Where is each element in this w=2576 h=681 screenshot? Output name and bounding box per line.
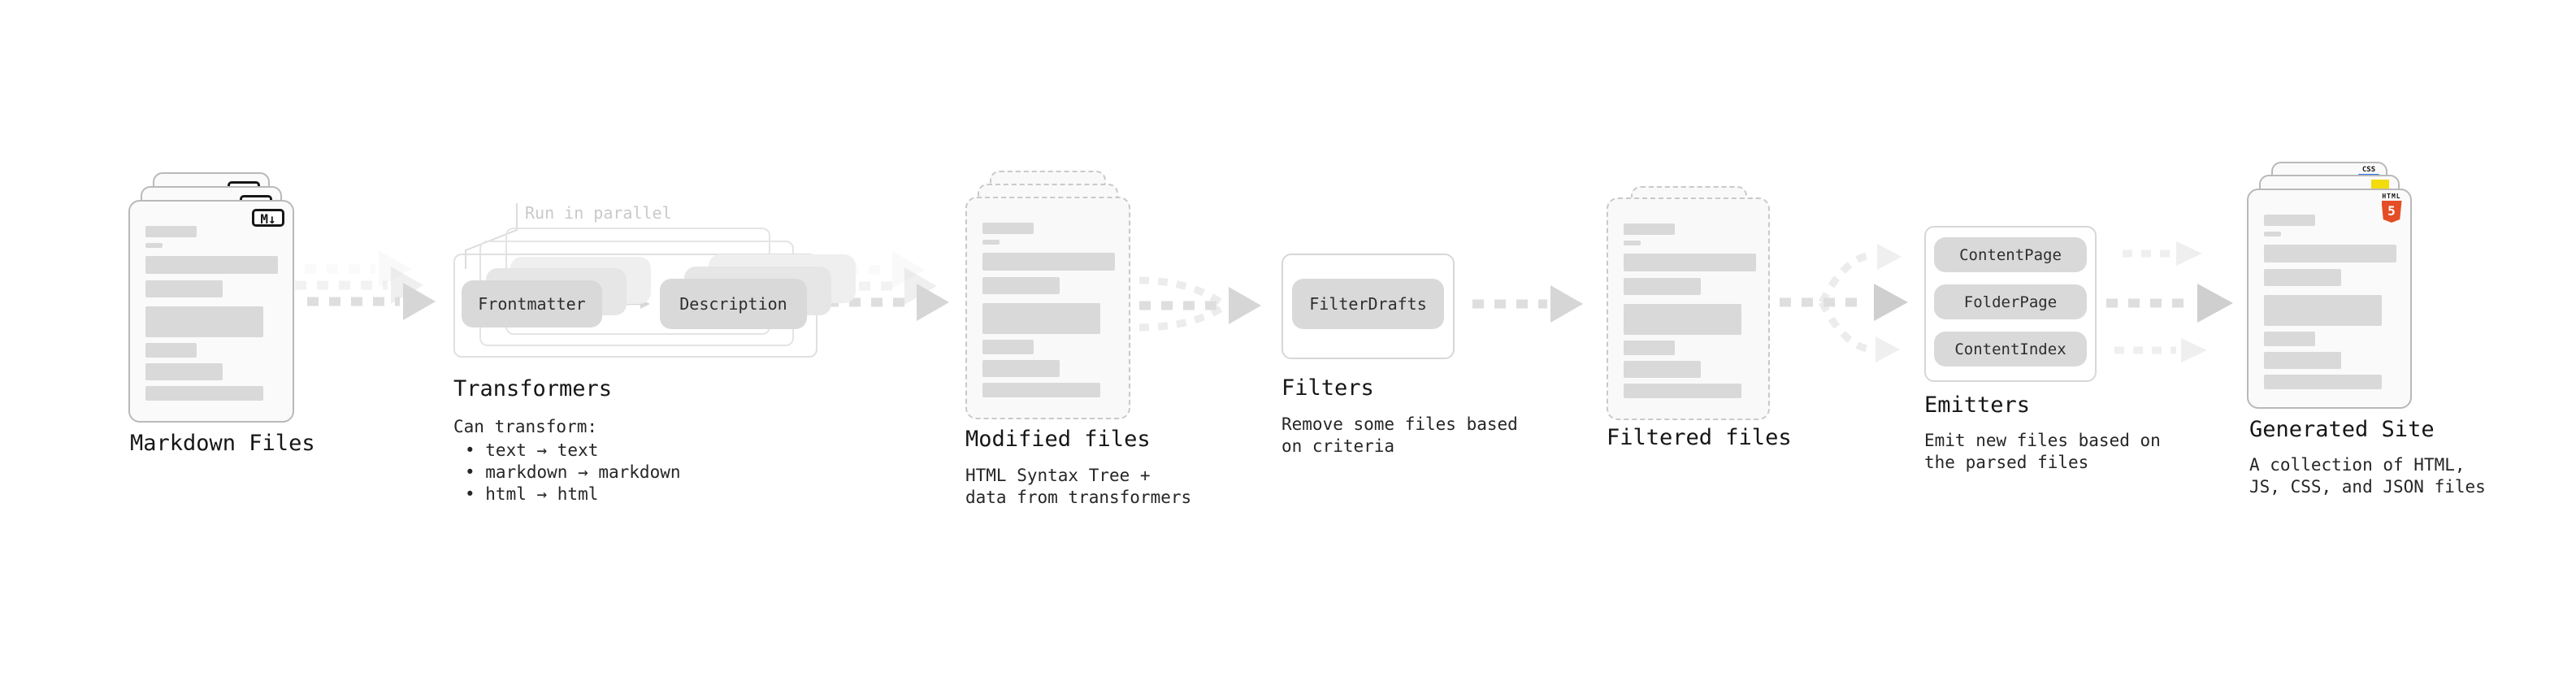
modified-files-title: Modified files [965,427,1151,452]
html5-icon-shield: 5 [2381,201,2402,223]
markdown-files-title: Markdown Files [130,431,315,456]
arrow-markdown-to-transformers [283,250,436,320]
transformers-subtitle: Can transform: [453,417,598,436]
modified-files-subtitle: HTML Syntax Tree + [965,466,1151,485]
placeholder-text-bar [1624,384,1741,398]
filtered-file-card-front [1607,197,1770,420]
folderpage-pill-label: FolderPage [1963,293,2058,311]
placeholder-text-bar [1624,304,1741,335]
placeholder-text-bar [145,226,197,237]
arrow-modified-to-filters [1138,276,1261,332]
placeholder-text-bar [2264,269,2341,286]
arrow-emitters-to-generated [2106,241,2233,362]
placeholder-text-bar [982,253,1115,271]
generated-site-subtitle: A collection of HTML, [2249,455,2465,475]
placeholder-text-bar [1624,340,1675,355]
filters-subtitle: on criteria [1281,436,1395,456]
transformers-bullet: • markdown → markdown [465,462,681,482]
html5-icon-word: HTML [2382,193,2401,200]
markdown-file-card-front: M↓ [128,200,294,423]
placeholder-text-bar [982,240,1000,245]
filterdrafts-pill-label: FilterDrafts [1309,294,1427,314]
run-in-parallel-annotation: Run in parallel [525,203,672,223]
placeholder-text-bar [145,343,197,358]
filters-title: Filters [1281,375,1374,401]
placeholder-text-bar [2264,215,2315,226]
placeholder-text-bar [145,243,163,248]
emitters-subtitle: Emit new files based on [1924,431,2161,450]
placeholder-text-bar [2264,232,2281,236]
modified-file-card-front [965,197,1130,419]
description-pill: Description [660,279,807,329]
contentpage-pill-label: ContentPage [1959,245,2062,264]
css-icon-label: CSS [2361,166,2376,174]
folderpage-pill: FolderPage [1934,284,2087,319]
placeholder-text-bar [2264,332,2315,346]
placeholder-text-bar [1624,254,1756,271]
transformers-title: Transformers [453,376,613,401]
filters-subtitle: Remove some files based [1281,414,1518,434]
contentindex-pill-label: ContentIndex [1954,340,2066,358]
generated-site-title: Generated Site [2249,417,2435,442]
placeholder-text-bar [145,363,223,380]
frontmatter-pill-label: Frontmatter [478,294,586,314]
placeholder-text-bar [1624,223,1675,235]
placeholder-text-bar [2264,295,2382,326]
generated-file-card-html: HTML 5 [2247,189,2412,409]
run-in-parallel-leader-line [465,203,518,269]
placeholder-text-bar [1624,241,1641,245]
modified-files-subtitle: data from transformers [965,488,1192,507]
placeholder-text-bar [982,383,1100,397]
placeholder-text-bar [2264,352,2341,369]
html5-icon: HTML 5 [2380,193,2403,223]
emitters-subtitle: the parsed files [1924,453,2089,472]
placeholder-text-bar [1624,278,1701,295]
frontmatter-pill: Frontmatter [462,280,602,327]
filtered-files-title: Filtered files [1607,425,1792,450]
placeholder-text-bar [2264,245,2396,262]
arrow-transformers-to-modified [803,251,949,321]
placeholder-text-bar [982,223,1034,234]
arrow-filtered-to-emitters [1780,244,1908,362]
contentindex-pill: ContentIndex [1934,332,2087,367]
placeholder-text-bar [1624,361,1701,378]
contentpage-pill: ContentPage [1934,237,2087,272]
transformers-bullet: • html → html [465,484,599,504]
placeholder-text-bar [145,256,278,274]
filterdrafts-pill: FilterDrafts [1292,279,1444,329]
description-pill-label: Description [679,294,787,314]
placeholder-text-bar [145,306,263,337]
placeholder-text-bar [982,340,1034,354]
generated-site-subtitle: JS, CSS, and JSON files [2249,477,2486,497]
placeholder-text-bar [982,277,1060,294]
placeholder-text-bar [2264,375,2382,389]
markdown-icon: M↓ [252,209,284,227]
placeholder-text-bar [145,386,263,401]
placeholder-text-bar [982,303,1100,334]
placeholder-text-bar [145,280,223,297]
transformers-bullet: • text → text [465,440,599,460]
emitters-title: Emitters [1924,393,2031,418]
placeholder-text-bar [982,360,1060,377]
arrow-filters-to-filtered [1472,285,1583,323]
